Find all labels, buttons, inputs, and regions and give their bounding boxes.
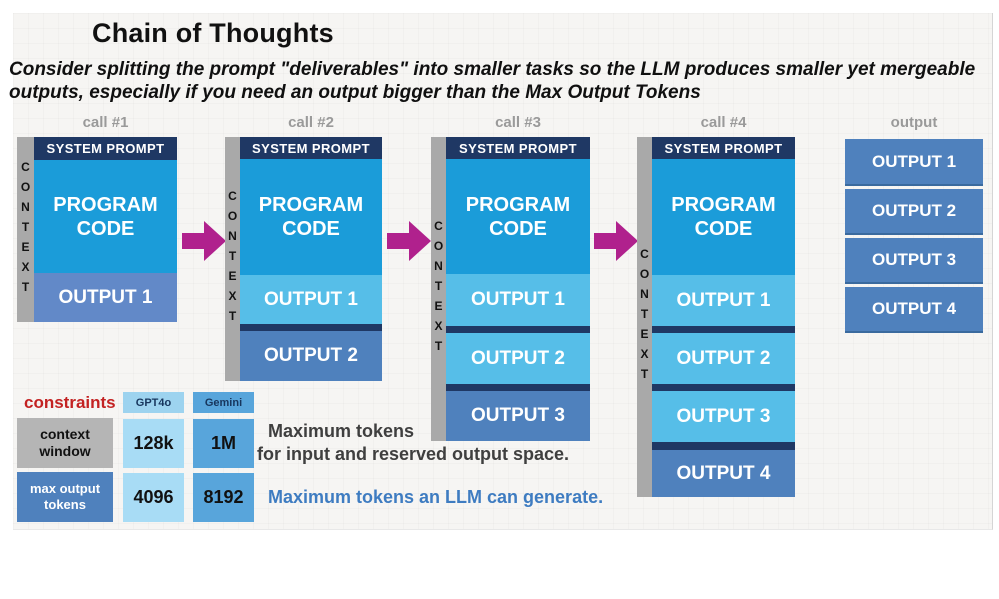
value-context-window-gemini: 1M: [193, 419, 254, 468]
output-block: OUTPUT 1: [446, 274, 590, 326]
block-divider: [446, 326, 590, 333]
output-block: OUTPUT 3: [845, 238, 983, 284]
call-4-label: call #4: [700, 114, 747, 131]
value-max-output-gpt4o: 4096: [123, 473, 184, 522]
output-column-label: output: [890, 114, 938, 131]
slide-title: Chain of Thoughts: [92, 18, 334, 48]
call-3-column: SYSTEM PROMPT PROGRAM CODE OUTPUT 1 OUTP…: [446, 137, 590, 441]
merged-output-column: OUTPUT 1 OUTPUT 2 OUTPUT 3 OUTPUT 4: [845, 139, 983, 333]
call-4-column: SYSTEM PROMPT PROGRAM CODE OUTPUT 1 OUTP…: [652, 137, 795, 497]
system-prompt-block: SYSTEM PROMPT: [240, 137, 382, 159]
context-label: CONTEXT: [431, 219, 446, 359]
system-prompt-block: SYSTEM PROMPT: [652, 137, 795, 159]
call-1-label: call #1: [82, 114, 129, 131]
context-window-note-line1: Maximum tokens: [268, 421, 415, 441]
call-1-column: SYSTEM PROMPT PROGRAM CODE OUTPUT 1: [34, 137, 177, 322]
arrow-call2-to-call3-icon: [387, 221, 431, 261]
output-block: OUTPUT 3: [446, 391, 590, 441]
context-window-note-line2: for input and reserved output space.: [257, 444, 570, 464]
output-block: OUTPUT 1: [240, 275, 382, 324]
output-block: OUTPUT 2: [845, 189, 983, 235]
output-block: OUTPUT 2: [446, 333, 590, 384]
output-block: OUTPUT 1: [34, 273, 177, 322]
block-divider: [652, 326, 795, 333]
block-divider: [652, 384, 795, 391]
arrow-call3-to-call4-icon: [594, 221, 638, 261]
max-output-note: Maximum tokens an LLM can generate.: [268, 487, 604, 507]
context-label: CONTEXT: [18, 159, 33, 300]
block-divider: [240, 324, 382, 331]
output-block: OUTPUT 3: [652, 391, 795, 442]
row-header-context-window: context window: [17, 418, 113, 468]
output-block: OUTPUT 2: [240, 331, 382, 381]
output-block: OUTPUT 4: [845, 287, 983, 333]
value-max-output-gemini: 8192: [193, 473, 254, 522]
context-strip-call-1: CONTEXT: [17, 137, 34, 322]
program-code-block: PROGRAM CODE: [240, 159, 382, 275]
program-code-block: PROGRAM CODE: [652, 159, 795, 275]
context-strip-call-4: CONTEXT: [637, 137, 652, 497]
value-context-window-gpt4o: 128k: [123, 419, 184, 468]
call-3-label: call #3: [495, 114, 541, 131]
column-header-gemini: Gemini: [193, 392, 254, 413]
output-block: OUTPUT 2: [652, 333, 795, 384]
call-2-column: SYSTEM PROMPT PROGRAM CODE OUTPUT 1 OUTP…: [240, 137, 382, 381]
row-header-max-output-tokens: max output tokens: [17, 472, 113, 522]
column-header-gpt4o: GPT4o: [123, 392, 184, 413]
system-prompt-block: SYSTEM PROMPT: [446, 137, 590, 159]
context-strip-call-2: CONTEXT: [225, 137, 240, 381]
context-label: CONTEXT: [225, 189, 240, 329]
context-strip-call-3: CONTEXT: [431, 137, 446, 441]
system-prompt-block: SYSTEM PROMPT: [34, 137, 177, 160]
program-code-block: PROGRAM CODE: [446, 159, 590, 274]
call-2-label: call #2: [288, 114, 334, 131]
arrow-call1-to-call2-icon: [182, 221, 226, 261]
block-divider: [446, 384, 590, 391]
block-divider: [652, 442, 795, 450]
output-block: OUTPUT 1: [652, 275, 795, 326]
output-block: OUTPUT 1: [845, 139, 983, 186]
program-code-block: PROGRAM CODE: [34, 160, 177, 273]
slide-subtitle: Consider splitting the prompt "deliverab…: [9, 59, 976, 103]
context-label: CONTEXT: [637, 247, 652, 387]
constraints-table-title: constraints: [24, 393, 116, 412]
output-block: OUTPUT 4: [652, 450, 795, 497]
